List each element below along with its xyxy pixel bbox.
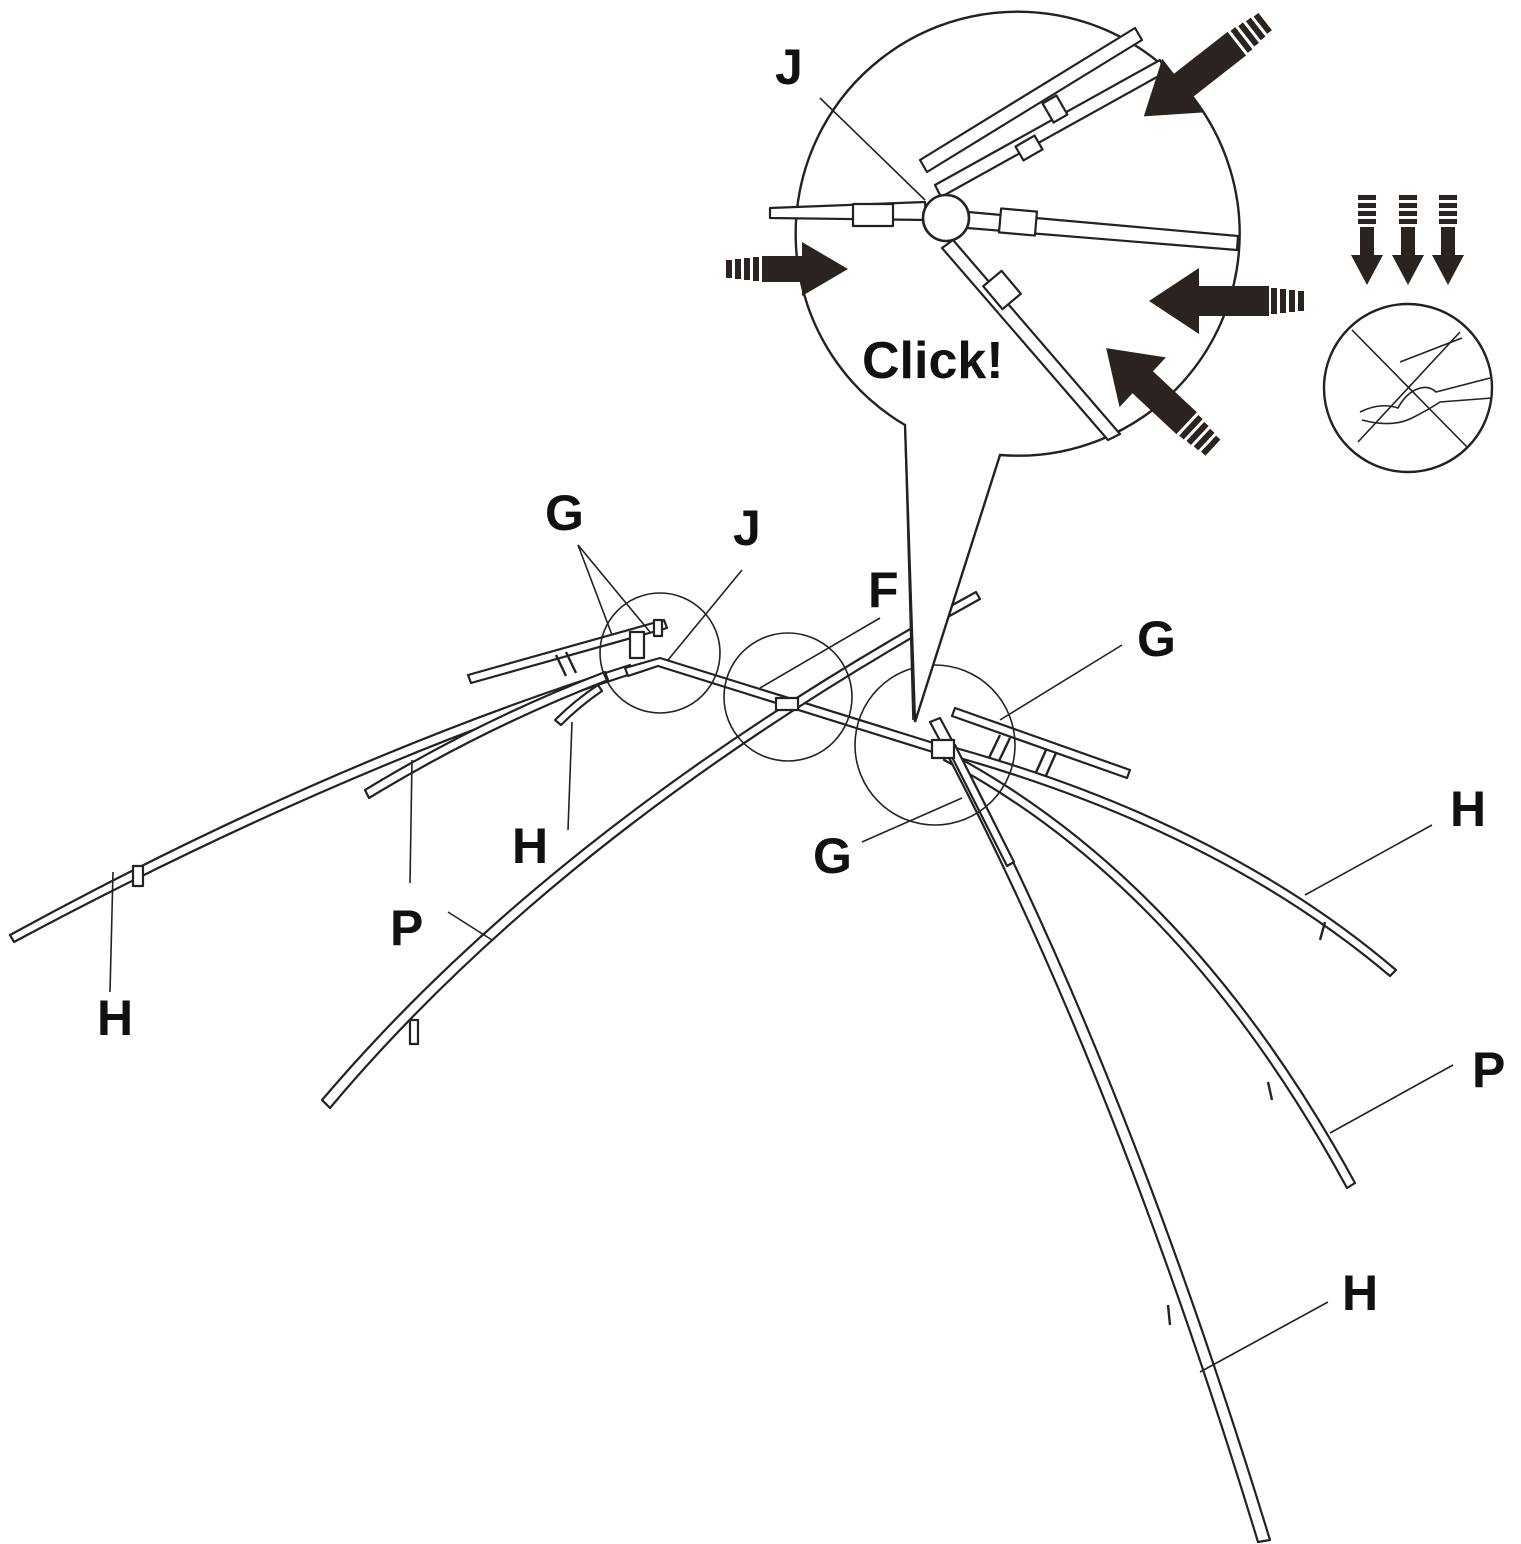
arrow-icon — [1392, 195, 1424, 285]
detail-leader-j — [819, 97, 926, 201]
warning-cross-2 — [1357, 331, 1461, 443]
detail-pole-upper — [918, 26, 1144, 174]
connector-hub-right — [930, 738, 956, 760]
arrow-icon — [1106, 348, 1221, 456]
label-g-top: G — [545, 485, 584, 541]
label-h-right: H — [1450, 781, 1486, 837]
leader-lines — [109, 429, 1454, 1373]
highlight-circle-f — [723, 632, 853, 762]
label-j-mid: J — [733, 500, 761, 556]
arrow-icon — [1432, 195, 1464, 285]
label-p-right: P — [1472, 1042, 1505, 1098]
label-h-mid: H — [512, 818, 548, 874]
frame-structure — [8, 590, 1398, 1544]
crossbar-right-strut-3 — [996, 737, 1012, 764]
label-g-bottom: G — [813, 828, 852, 884]
pole-h-bottom-tab — [1166, 1304, 1172, 1326]
label-click: Click! — [862, 332, 1004, 390]
warning-cross-1 — [1351, 329, 1469, 449]
pole-f-tab — [408, 1018, 420, 1046]
detail-hub-center — [921, 193, 971, 243]
hand-icon — [1359, 337, 1493, 425]
arrow-icon — [726, 242, 848, 296]
label-j-detail: J — [775, 39, 803, 95]
pole-h-bottom — [928, 716, 1272, 1544]
crossbar-strut-1 — [554, 654, 568, 677]
label-p-left: P — [390, 900, 423, 956]
label-f: F — [868, 562, 899, 618]
arrow-icon — [1351, 195, 1383, 285]
pole-f-joint — [774, 696, 800, 712]
pole-p-left-upper — [363, 670, 610, 800]
crossbar-right-strut-1 — [986, 734, 1002, 761]
no-hand-pinch-warning-icon — [1322, 195, 1494, 474]
label-h-left: H — [97, 990, 133, 1046]
press-arrows — [726, 12, 1304, 456]
label-g-right: G — [1137, 611, 1176, 667]
pole-h-left-tab — [131, 864, 145, 888]
crossbar-strut-2 — [564, 651, 578, 674]
pole-f — [320, 590, 982, 1110]
detail-joint-lower — [982, 269, 1022, 311]
arrow-icon — [1143, 12, 1272, 117]
detail-joint-upper-2 — [1014, 134, 1044, 162]
pole-h-short — [553, 683, 604, 727]
detail-callout — [768, 10, 1241, 723]
detail-joint-right — [997, 207, 1039, 237]
arrow-icon — [1149, 268, 1304, 334]
highlight-circle-hub-right — [854, 664, 1016, 826]
crossbar-top-left — [466, 618, 669, 685]
detail-joint-upper — [1041, 94, 1069, 124]
pole-h-right-tab — [1318, 921, 1327, 941]
pole-h-right — [940, 743, 1398, 978]
connector-g-top-2 — [652, 618, 664, 638]
pole-p-right-tab — [1266, 1081, 1274, 1101]
connector-g-top — [628, 630, 646, 660]
label-h-bottom: H — [1342, 1265, 1378, 1321]
pole-p-right — [942, 750, 1357, 1190]
highlight-circle-hub-left — [599, 592, 721, 714]
detail-pole-left — [768, 200, 928, 222]
detail-joint-left — [851, 202, 895, 228]
crossbar-right — [950, 706, 1132, 780]
